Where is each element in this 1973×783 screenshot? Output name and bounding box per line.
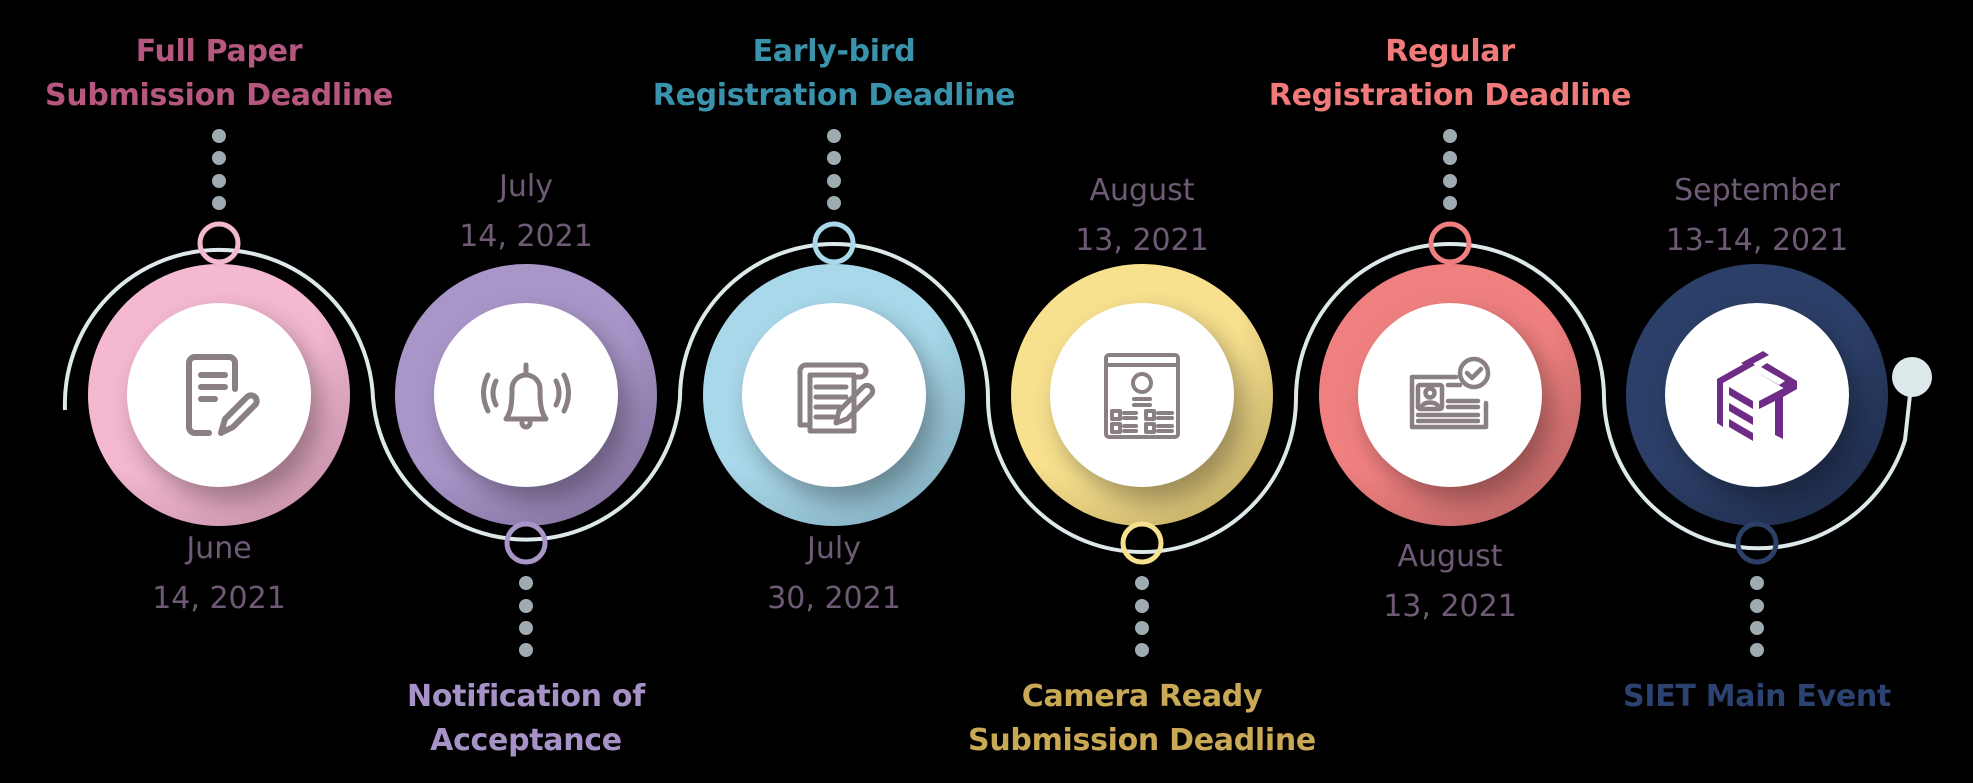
node-inner <box>434 303 618 487</box>
title-line: Full Paper <box>135 34 303 69</box>
siet-logo-icon <box>1717 351 1797 441</box>
date-day-year: 14, 2021 <box>152 581 286 616</box>
connector-dots-top <box>212 129 1457 210</box>
milestone-date-early-bird: July 30, 2021 <box>767 524 901 624</box>
marker-ring-regular-registration <box>1428 221 1472 265</box>
date-month: July <box>499 169 553 204</box>
milestone-date-regular-registration: August 13, 2021 <box>1383 532 1517 632</box>
milestone-title-regular-registration: Regular Registration Deadline <box>1268 30 1632 118</box>
end-node-dot <box>1892 357 1932 397</box>
milestone-title-full-paper: Full Paper Submission Deadline <box>45 30 393 118</box>
marker-ring-early-bird <box>812 221 856 265</box>
milestone-date-notification: July 14, 2021 <box>459 162 593 262</box>
title-line: Submission Deadline <box>968 723 1316 758</box>
date-day-year: 13-14, 2021 <box>1665 223 1849 258</box>
date-day-year: 13, 2021 <box>1075 223 1209 258</box>
date-month: September <box>1674 173 1840 208</box>
title-line: Notification of <box>407 679 645 714</box>
bell-ringing-icon <box>481 362 571 430</box>
node-inner <box>742 303 926 487</box>
milestone-node-main-event <box>1626 264 1888 526</box>
marker-ring-full-paper <box>197 221 241 265</box>
milestone-date-camera-ready: August 13, 2021 <box>1075 166 1209 266</box>
marker-ring-notification <box>504 521 548 565</box>
milestone-title-main-event: SIET Main Event <box>1623 675 1891 719</box>
notepad-pencil-icon <box>797 362 876 434</box>
date-day-year: 14, 2021 <box>459 219 593 254</box>
milestone-node-camera-ready <box>1011 264 1273 526</box>
profile-form-icon <box>1104 353 1180 439</box>
node-inner <box>1665 303 1849 487</box>
document-edit-icon <box>186 354 260 436</box>
connector-dots-bottom <box>519 576 1764 657</box>
date-day-year: 13, 2021 <box>1383 589 1517 624</box>
marker-ring-camera-ready <box>1120 521 1164 565</box>
title-line: Early-bird <box>752 34 916 69</box>
date-month: June <box>186 531 252 566</box>
node-inner <box>1050 303 1234 487</box>
title-line: SIET Main Event <box>1623 679 1891 714</box>
milestone-node-regular-registration <box>1319 264 1581 526</box>
title-line: Registration Deadline <box>1268 78 1632 113</box>
milestone-node-notification <box>395 264 657 526</box>
milestone-node-full-paper <box>88 264 350 526</box>
milestone-title-camera-ready: Camera Ready Submission Deadline <box>968 675 1316 763</box>
wave-line <box>62 242 1914 554</box>
node-inner <box>1358 303 1542 487</box>
title-line: Acceptance <box>430 723 622 758</box>
date-month: August <box>1397 539 1503 574</box>
title-line: Camera Ready <box>1021 679 1263 714</box>
marker-ring-main-event <box>1735 521 1779 565</box>
date-month: July <box>807 531 861 566</box>
milestone-date-main-event: September 13-14, 2021 <box>1666 166 1849 266</box>
id-card-check-icon <box>1409 356 1491 430</box>
node-inner <box>127 303 311 487</box>
milestone-title-early-bird: Early-bird Registration Deadline <box>652 30 1016 118</box>
milestone-node-early-bird <box>703 264 965 526</box>
milestone-date-full-paper: June 14, 2021 <box>152 524 286 624</box>
date-month: August <box>1089 173 1195 208</box>
milestone-title-notification: Notification of Acceptance <box>407 675 645 763</box>
date-day-year: 30, 2021 <box>767 581 901 616</box>
title-line: Registration Deadline <box>652 78 1016 113</box>
title-line: Submission Deadline <box>45 78 393 113</box>
title-line: Regular <box>1385 34 1515 69</box>
